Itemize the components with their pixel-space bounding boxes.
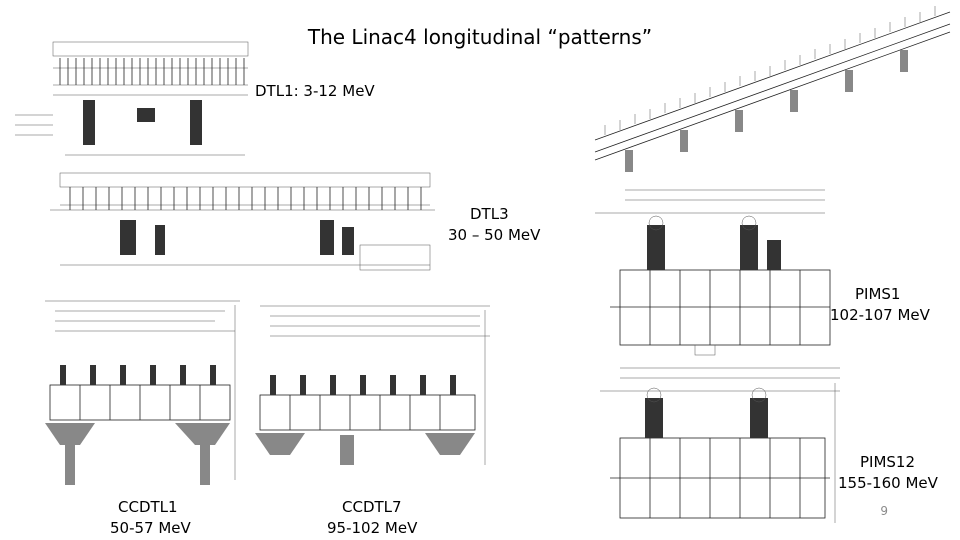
- page-number: 9: [880, 504, 888, 518]
- ccdtl7-label-line2: 95-102 MeV: [327, 519, 418, 537]
- ccdtl7-drawing: [255, 305, 490, 465]
- ccdtl1-label-line1: CCDTL1: [118, 498, 178, 516]
- dtl1-drawing: [15, 41, 249, 156]
- dtl3-drawing: [50, 172, 435, 271]
- isometric-drawing: [594, 6, 951, 172]
- pims12-drawing: [600, 367, 840, 523]
- pims12-label-line1: PIMS12: [860, 453, 916, 471]
- dtl3-label-line2: 30 – 50 MeV: [448, 226, 541, 244]
- pims1-label-line1: PIMS1: [855, 285, 901, 303]
- ccdtl1-drawing: [45, 300, 240, 485]
- slide-title: The Linac4 longitudinal “patterns”: [307, 25, 653, 49]
- dtl3-label-line1: DTL3: [470, 205, 509, 223]
- pims1-drawing: [595, 189, 831, 356]
- ccdtl1-label-line2: 50-57 MeV: [110, 519, 191, 537]
- ccdtl7-label-line1: CCDTL7: [342, 498, 402, 516]
- dtl1-label: DTL1: 3-12 MeV: [255, 82, 375, 100]
- pims1-label-line2: 102-107 MeV: [830, 306, 930, 324]
- pims12-label-line2: 155-160 MeV: [838, 474, 938, 492]
